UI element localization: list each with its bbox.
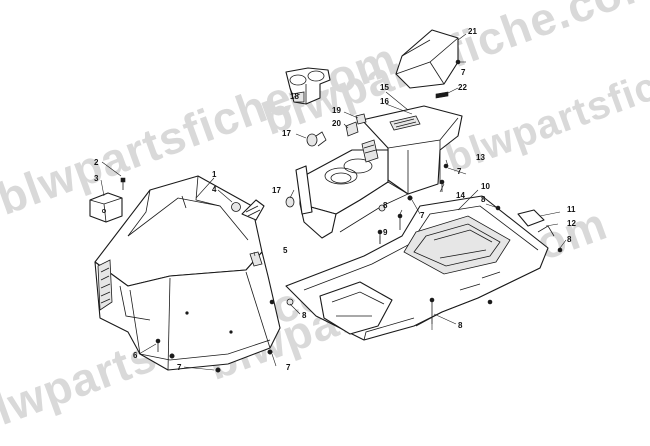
callout-22: 22 [458, 83, 467, 92]
callout-14: 14 [456, 191, 465, 200]
callout-18: 18 [290, 92, 299, 101]
callout-16: 16 [380, 97, 389, 106]
callout-4: 4 [212, 185, 217, 194]
callout-8-d: 8 [567, 235, 572, 244]
floor-tray [285, 195, 549, 341]
callout-1: 1 [212, 170, 217, 179]
callout-7-c: 7 [461, 68, 466, 77]
fasteners-front [155, 338, 273, 373]
callout-7-a: 7 [177, 363, 182, 372]
callout-8-e: 8 [383, 201, 388, 210]
callout-3: 3 [94, 174, 99, 183]
callout-7-d: 7 [457, 167, 462, 176]
knob-part-17-upper [306, 131, 327, 147]
clip-part-5 [249, 251, 263, 267]
callout-5: 5 [283, 246, 288, 255]
bracket-part-3 [89, 192, 123, 223]
cup-insert-part-18 [285, 67, 331, 105]
callout-20: 20 [332, 119, 341, 128]
callout-17-a: 17 [282, 129, 291, 138]
fasteners-console [378, 59, 461, 212]
callout-8-a: 8 [302, 311, 307, 320]
switch-part-19 [355, 113, 367, 125]
callout-13: 13 [476, 153, 485, 162]
callout-8-b: 8 [458, 321, 463, 330]
callout-17-b: 17 [272, 186, 281, 195]
fasteners-tray [269, 205, 563, 316]
latch-part-4 [231, 199, 265, 221]
callout-7-e: 7 [420, 211, 425, 220]
hinge-part-22 [435, 91, 449, 99]
center-console [295, 105, 463, 239]
front-panel [94, 175, 281, 371]
callout-2: 2 [94, 158, 99, 167]
callout-6: 6 [133, 351, 138, 360]
callout-labels: 1 2 3 4 5 6 7 7 7 7 7 8 8 8 8 8 9 10 11 … [94, 27, 576, 372]
plate-part-11 [517, 209, 545, 227]
callout-12: 12 [567, 219, 576, 228]
callout-11: 11 [567, 205, 576, 214]
callout-10: 10 [481, 182, 490, 191]
callout-21: 21 [468, 27, 477, 36]
callout-9: 9 [383, 228, 388, 237]
screw-part-2 [120, 177, 126, 190]
bracket-part-12 [537, 225, 555, 237]
callout-8-c: 8 [481, 195, 486, 204]
callout-15: 15 [380, 83, 389, 92]
leader-lines [100, 33, 567, 371]
callout-19: 19 [332, 106, 341, 115]
switch-part-20 [345, 121, 359, 137]
knob-part-17-lower [285, 196, 295, 208]
callout-7-b: 7 [286, 363, 291, 372]
exploded-view: 1 2 3 4 5 6 7 7 7 7 7 8 8 8 8 8 9 10 11 … [89, 27, 576, 373]
lid-part-21 [395, 29, 459, 89]
